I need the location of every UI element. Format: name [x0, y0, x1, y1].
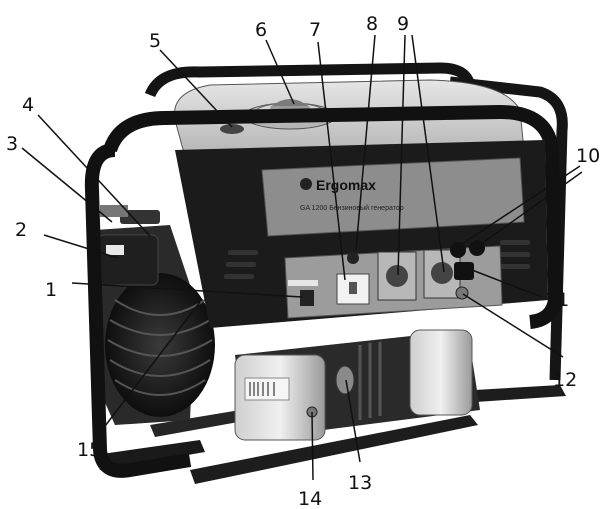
circuit-breaker [336, 273, 370, 305]
callout-11: 11 [545, 289, 569, 311]
fuel-gauge [220, 124, 244, 134]
callout-12: 12 [553, 369, 577, 391]
callout-7: 7 [309, 19, 321, 41]
leader-lines [21, 34, 583, 481]
callout-6: 6 [255, 19, 267, 41]
brand-label: Ergomax [316, 177, 376, 193]
callout-3: 3 [6, 133, 18, 155]
engine-switch [288, 280, 318, 306]
dc-breaker [454, 262, 474, 280]
ground-terminal [455, 286, 469, 300]
engine [95, 205, 215, 425]
callout-2: 2 [15, 219, 27, 241]
right-frame [449, 76, 568, 381]
callout-1: 1 [45, 279, 57, 301]
callout-5: 5 [149, 30, 161, 52]
air-filter [97, 234, 159, 286]
control-panel [284, 240, 503, 319]
alternator [234, 329, 480, 441]
callout-4: 4 [22, 94, 34, 116]
callout-10: 10 [576, 145, 600, 167]
callout-15: 15 [77, 439, 101, 461]
callout-8: 8 [366, 13, 378, 35]
ac-socket-1 [377, 251, 417, 301]
callout-13: 13 [348, 472, 372, 494]
callout-labels: 1 2 3 4 5 6 7 8 9 10 11 12 13 14 15 [6, 13, 600, 509]
voltmeter-indicator [347, 252, 359, 264]
left-frame [84, 143, 192, 478]
model-label: GA 1200 Бензиновый генератор [300, 204, 404, 212]
oil-filler [335, 365, 355, 395]
callout-9: 9 [397, 13, 409, 35]
callout-14: 14 [298, 488, 322, 509]
